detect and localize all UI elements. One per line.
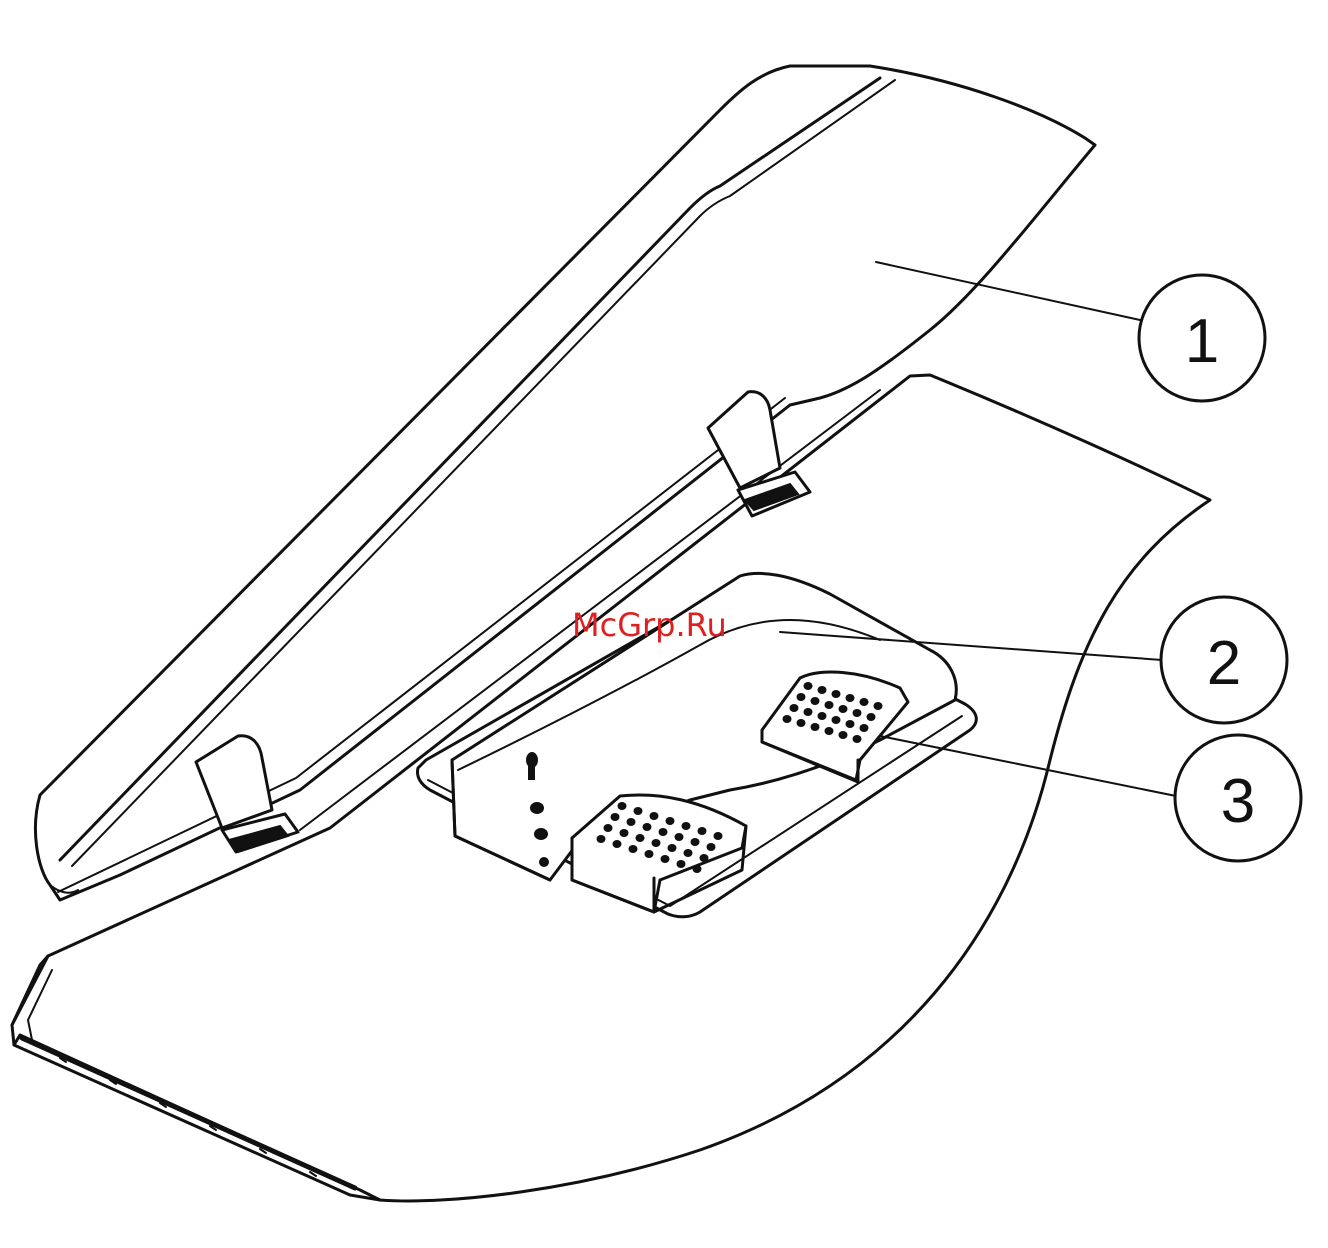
grille-hole — [832, 690, 841, 698]
watermark-text: McGrp.Ru — [572, 606, 727, 644]
grille-hole — [818, 686, 827, 694]
grille-hole — [661, 855, 670, 863]
grille-hole — [839, 705, 848, 713]
grille-hole — [643, 823, 652, 831]
grille-hole — [839, 731, 848, 739]
grille-hole — [652, 839, 661, 847]
grille-hole — [714, 832, 723, 840]
grille-hole — [620, 829, 629, 837]
grille-hole — [677, 860, 686, 868]
grille-hole — [867, 713, 876, 721]
grille-hole — [645, 850, 654, 858]
callout-3: 3 — [1175, 735, 1301, 861]
grille-hole — [666, 817, 675, 825]
grille-hole — [682, 822, 691, 830]
grille-hole — [804, 682, 813, 690]
grille-hole — [634, 807, 643, 815]
grille-hole — [700, 854, 709, 862]
grille-hole — [627, 818, 636, 826]
grille-hole — [611, 813, 620, 821]
grille-hole — [804, 708, 813, 716]
grille-hole — [604, 824, 613, 832]
lip-rivets — [60, 1058, 316, 1176]
grille-hole — [818, 712, 827, 720]
grille-hole — [707, 843, 716, 851]
grille-hole — [693, 865, 702, 873]
grille-hole — [597, 835, 606, 843]
grille-hole — [825, 701, 834, 709]
grille-hole — [684, 849, 693, 857]
grille-hole — [636, 834, 645, 842]
grille-hole — [618, 802, 627, 810]
callout-3-label: 3 — [1221, 767, 1255, 836]
grille-hole — [853, 735, 862, 743]
grille-hole — [797, 693, 806, 701]
callout-2-label: 2 — [1207, 629, 1241, 698]
callout-1-label: 1 — [1185, 307, 1219, 376]
grille-hole — [874, 702, 883, 710]
grille-hole — [825, 727, 834, 735]
grille-hole — [659, 828, 668, 836]
grille-hole — [675, 833, 684, 841]
grille-hole — [846, 720, 855, 728]
grille-hole — [860, 698, 869, 706]
grille-hole — [797, 719, 806, 727]
callout-1: 1 — [1139, 275, 1265, 401]
grille-hole — [668, 844, 677, 852]
grille-hole — [691, 838, 700, 846]
grille-hole — [860, 724, 869, 732]
grille-hole — [811, 723, 820, 731]
grille-hole — [811, 697, 820, 705]
grille-hole — [790, 704, 799, 712]
grille-hole — [832, 716, 841, 724]
grille-hole — [783, 715, 792, 723]
grille-hole — [629, 845, 638, 853]
grille-hole — [846, 694, 855, 702]
grille-hole — [853, 709, 862, 717]
grille-hole — [613, 840, 622, 848]
grille-hole — [650, 812, 659, 820]
grille-hole — [698, 827, 707, 835]
callout-2: 2 — [1161, 597, 1287, 723]
